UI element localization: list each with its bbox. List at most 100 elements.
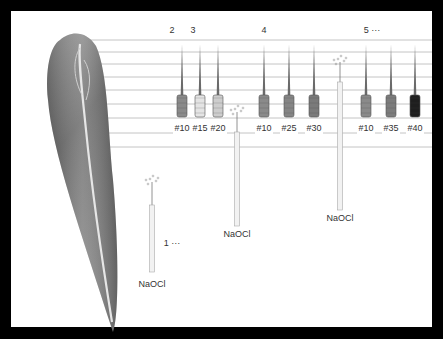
- handle-ridge: [259, 108, 269, 109]
- syringe-barrel: [235, 132, 240, 226]
- file-shaft: [390, 44, 393, 95]
- bubble: [145, 179, 147, 181]
- handle-ridge: [309, 103, 319, 104]
- file-handle: [284, 95, 294, 117]
- step-number: 5 ···: [363, 25, 382, 36]
- file-handle: [361, 95, 371, 117]
- length-line: [62, 40, 432, 41]
- syringe-barrel: [150, 205, 155, 272]
- bubble: [240, 110, 242, 112]
- handle-ridge: [410, 113, 420, 114]
- length-line: [62, 118, 432, 119]
- file-size-label: #15: [191, 123, 208, 134]
- file-handle: [259, 95, 269, 117]
- handle-ridge: [386, 108, 396, 109]
- file-handle: [309, 95, 319, 117]
- file-shaft: [313, 44, 316, 95]
- syringe-needle: [237, 112, 238, 132]
- handle-ridge: [259, 113, 269, 114]
- step-number: 2: [168, 25, 175, 36]
- handle-ridge: [195, 103, 205, 104]
- handle-ridge: [177, 103, 187, 104]
- handle-ridge: [177, 108, 187, 109]
- file-handle: [213, 95, 223, 117]
- file-shaft: [365, 44, 368, 95]
- length-line: [62, 133, 432, 134]
- endodontic-files: [177, 44, 420, 117]
- bubble: [230, 109, 232, 111]
- handle-ridge: [309, 98, 319, 99]
- file-size-label: #35: [382, 123, 399, 134]
- handle-ridge: [309, 113, 319, 114]
- bubble: [242, 107, 244, 109]
- syringe-barrel: [338, 82, 343, 210]
- length-lines: [62, 40, 432, 147]
- length-line: [62, 77, 432, 78]
- syringe-needle: [152, 182, 153, 205]
- bubble: [157, 177, 159, 179]
- bubble: [149, 178, 151, 180]
- bubble: [232, 113, 234, 115]
- bubble: [147, 183, 149, 185]
- handle-ridge: [213, 98, 223, 99]
- handle-ridge: [195, 98, 205, 99]
- length-line: [62, 64, 432, 65]
- bubble: [337, 58, 339, 60]
- irrigant-label: NaOCl: [222, 229, 251, 240]
- length-line: [62, 90, 432, 91]
- bubble: [155, 180, 157, 182]
- file-size-label: #10: [357, 123, 374, 134]
- handle-ridge: [361, 98, 371, 99]
- bubble: [237, 105, 239, 107]
- file-shaft: [263, 44, 266, 95]
- handle-ridge: [410, 108, 420, 109]
- syringe-needle: [340, 62, 341, 82]
- step-number: 1 ···: [163, 238, 182, 249]
- file-size-label: #20: [209, 123, 226, 134]
- handle-ridge: [213, 103, 223, 104]
- step-number: 3: [189, 25, 196, 36]
- irrigant-label: NaOCl: [325, 213, 354, 224]
- file-handle: [410, 95, 420, 117]
- file-size-label: #40: [406, 123, 423, 134]
- bubble: [343, 60, 345, 62]
- length-line: [62, 147, 432, 148]
- handle-ridge: [177, 98, 187, 99]
- handle-ridge: [259, 98, 269, 99]
- file-shaft: [199, 44, 202, 95]
- handle-ridge: [284, 98, 294, 99]
- bubble: [234, 108, 236, 110]
- handle-ridge: [309, 108, 319, 109]
- bubble: [340, 55, 342, 57]
- tooth: [47, 34, 117, 332]
- handle-ridge: [213, 108, 223, 109]
- file-shaft: [217, 44, 220, 95]
- handle-ridge: [361, 108, 371, 109]
- handle-ridge: [386, 113, 396, 114]
- handle-ridge: [284, 103, 294, 104]
- handle-ridge: [386, 103, 396, 104]
- file-shaft: [181, 44, 184, 95]
- file-size-label: #10: [255, 123, 272, 134]
- handle-ridge: [284, 108, 294, 109]
- bubble: [152, 175, 154, 177]
- file-handle: [195, 95, 205, 117]
- handle-ridge: [361, 103, 371, 104]
- handle-ridge: [177, 113, 187, 114]
- file-shaft: [288, 44, 291, 95]
- handle-ridge: [361, 113, 371, 114]
- handle-ridge: [195, 113, 205, 114]
- bubble: [335, 63, 337, 65]
- handle-ridge: [284, 113, 294, 114]
- handle-ridge: [213, 113, 223, 114]
- file-size-label: #30: [305, 123, 322, 134]
- file-shaft: [414, 44, 417, 95]
- handle-ridge: [410, 103, 420, 104]
- bubble: [333, 59, 335, 61]
- handle-ridge: [195, 108, 205, 109]
- irrigation-syringes: [145, 55, 347, 272]
- step-number: 4: [260, 25, 267, 36]
